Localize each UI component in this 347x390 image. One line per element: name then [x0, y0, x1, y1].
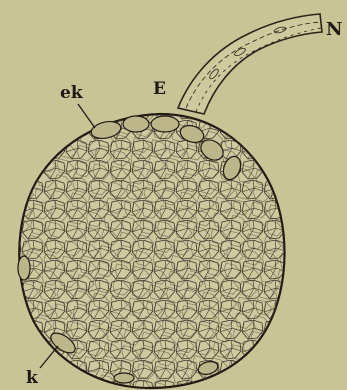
nerve-fiber: [178, 14, 322, 114]
label-ending: E: [153, 81, 166, 98]
label-nuclei: k: [26, 370, 38, 387]
label-ektoderm-cells: ek: [60, 85, 83, 102]
label-nerve: N: [326, 21, 342, 39]
cell-sphere: [0, 100, 300, 390]
